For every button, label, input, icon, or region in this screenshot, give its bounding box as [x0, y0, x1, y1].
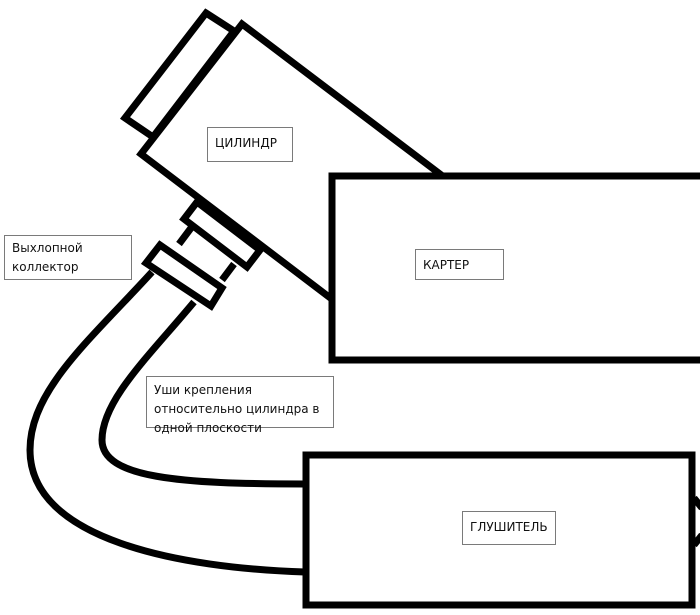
muffler-label: ГЛУШИТЕЛЬ [462, 511, 556, 545]
crankcase [328, 172, 700, 364]
flange-stud [219, 261, 237, 283]
mounting-lugs-note: Уши крепления относительно цилиндра в од… [146, 376, 334, 435]
cylinder-label: ЦИЛИНДР [207, 127, 293, 162]
cylinder-head [119, 8, 240, 142]
manifold-flange [140, 240, 227, 311]
cylinder-exhaust-flange [179, 197, 265, 272]
crankcase-label: КАРТЕР [415, 249, 504, 280]
exhaust-pipe-outer [26, 269, 306, 576]
exhaust-manifold-label: Выхлопной коллектор [4, 235, 132, 280]
exhaust-pipe-inner [98, 299, 306, 488]
flange-stud [176, 225, 194, 247]
muffler-outlet [691, 495, 700, 548]
